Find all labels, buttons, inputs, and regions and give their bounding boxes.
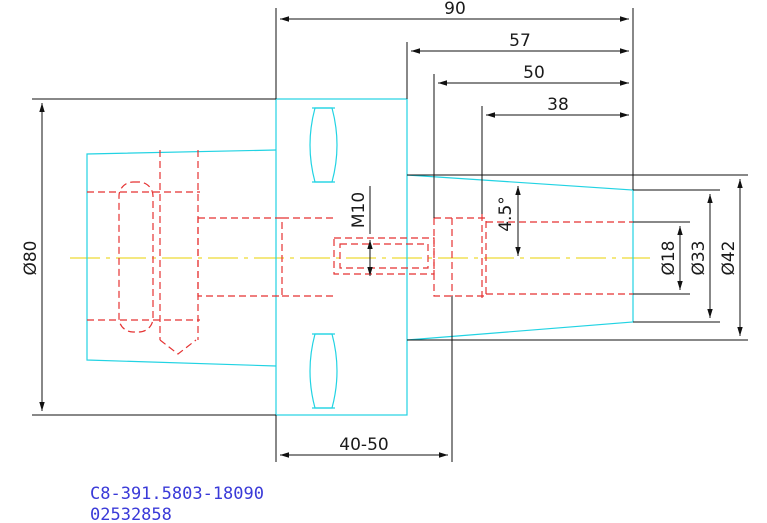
order-number: 02532858 — [90, 505, 172, 523]
length-dimensions — [275, 8, 634, 218]
dia-42-label: Ø42 — [719, 240, 739, 275]
right-diameter-dimensions — [407, 174, 748, 341]
holder-outline — [86, 98, 634, 416]
dim-50-label: 50 — [523, 63, 545, 83]
range-dimension — [275, 296, 453, 462]
part-number: C8-391.5803-18090 — [90, 484, 264, 504]
dim-38-label: 38 — [547, 95, 569, 115]
angle-label: 4.5° — [496, 196, 516, 232]
dia-80-dimension — [32, 98, 276, 416]
thread-label: M10 — [349, 192, 369, 228]
dim-90-label: 90 — [444, 0, 466, 19]
hidden-features — [87, 150, 633, 355]
range-label: 40-50 — [339, 435, 388, 455]
dia-33-label: Ø33 — [689, 240, 709, 275]
dim-57-label: 57 — [509, 31, 531, 51]
dia-80-label: Ø80 — [21, 240, 41, 275]
dia-18-label: Ø18 — [659, 240, 679, 275]
